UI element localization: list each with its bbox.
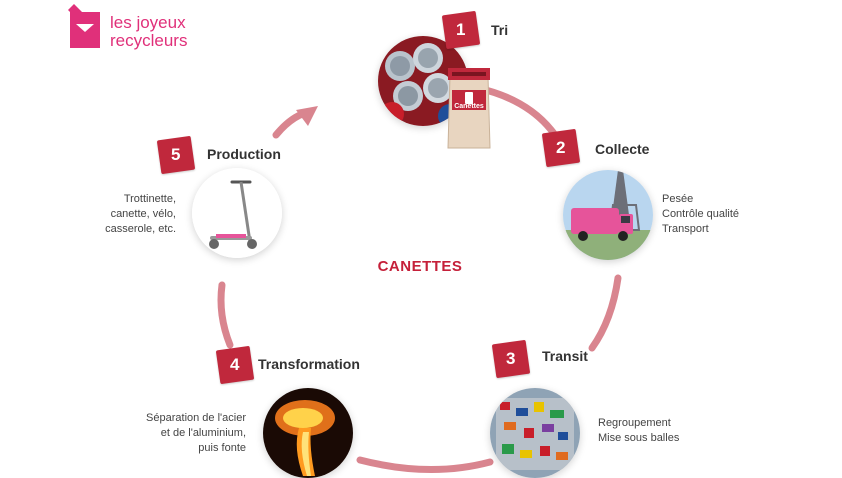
- step-4-title: Transformation: [258, 356, 360, 372]
- step-2-line: Pesée: [662, 193, 694, 205]
- step-5-title: Production: [207, 146, 281, 162]
- transformation-image: [263, 388, 353, 478]
- step-3-title: Transit: [542, 348, 588, 364]
- step-2-badge: 2: [541, 128, 581, 168]
- step-3-badge: 3: [491, 339, 531, 379]
- step-4-line: Séparation de l'acier: [146, 412, 246, 424]
- step-5-line: Trottinette,: [123, 193, 176, 205]
- step-4-description: Séparation de l'acier et de l'aluminium,…: [120, 411, 246, 456]
- step-4-line: et de l'aluminium,: [160, 427, 246, 439]
- step-5-line: casserole, etc.: [105, 223, 176, 235]
- step-3-description: Regroupement Mise sous balles: [598, 416, 679, 446]
- step-5-description: Trottinette, canette, vélo, casserole, e…: [70, 192, 176, 237]
- step-2-line: Contrôle qualité: [662, 208, 740, 220]
- step-2-title: Collecte: [595, 141, 650, 157]
- transit-image: [490, 388, 580, 478]
- bin-label: Canettes: [454, 103, 484, 110]
- step-3-line: Regroupement: [598, 417, 671, 429]
- brand-logo[interactable]: les joyeux recycleurs: [68, 2, 228, 52]
- molten-metal-icon: [263, 388, 353, 478]
- step-1-badge: 1: [441, 10, 481, 50]
- logo-line2: recycleurs: [110, 31, 188, 50]
- delivery-van-icon: [563, 170, 653, 260]
- step-3-line: Mise sous balles: [598, 432, 680, 444]
- recycling-bin-icon: [446, 62, 492, 150]
- logo-mark-icon: [68, 4, 100, 48]
- step-2-line: Transport: [662, 223, 709, 235]
- scooter-icon: [192, 168, 282, 258]
- logo-wordmark: les joyeux recycleurs: [110, 14, 187, 50]
- production-image: [192, 168, 282, 258]
- step-5-badge: 5: [156, 135, 196, 175]
- center-title: CANETTES: [377, 258, 463, 275]
- step-4-line: puis fonte: [198, 442, 246, 454]
- collecte-image: [563, 170, 653, 260]
- compressed-bales-icon: [490, 388, 580, 478]
- logo-line1: les joyeux: [110, 13, 186, 32]
- step-5-line: canette, vélo,: [110, 208, 176, 220]
- step-2-description: Pesée Contrôle qualité Transport: [662, 192, 739, 237]
- step-4-badge: 4: [215, 345, 255, 385]
- step-1-title: Tri: [491, 22, 509, 38]
